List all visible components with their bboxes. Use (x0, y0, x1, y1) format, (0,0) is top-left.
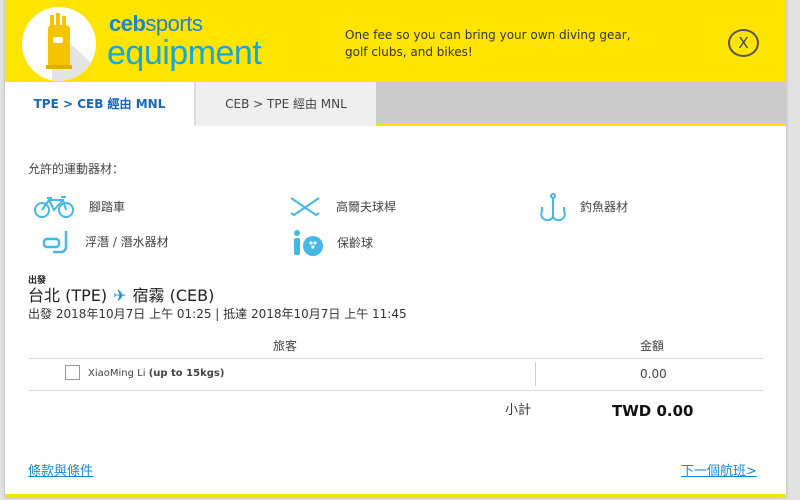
flight-route: 台北 (TPE) ✈ 宿霧 (CEB) (28, 287, 214, 305)
sport-label: 浮潛 / 潛水器材 (85, 235, 169, 249)
next-flight-link[interactable]: 下一個航班> (681, 464, 757, 479)
modal-header: cebsports equipment One fee so you can b… (5, 0, 786, 82)
bowling-icon (294, 230, 323, 256)
destination: 宿霧 (CEB) (132, 286, 215, 305)
brand-main: equipment (107, 34, 262, 72)
airplane-icon: ✈ (113, 286, 127, 305)
row-amount: 0.00 (640, 367, 667, 381)
brand-prefix: ceb (109, 11, 146, 36)
tab-tpe-ceb[interactable]: TPE > CEB 經由 MNL (5, 82, 194, 129)
sport-fishing: 釣魚器材 (540, 193, 628, 221)
passenger-checkbox[interactable] (65, 365, 80, 380)
brand-suffix: sports (145, 11, 203, 36)
header-passenger: 旅客 (273, 339, 298, 353)
golf-clubs-icon (290, 197, 320, 217)
column-divider (535, 362, 536, 386)
golf-bag-logo-icon (22, 7, 96, 81)
sport-bicycle: 腳踏車 (33, 195, 125, 219)
allowed-equipment-title: 允許的運動器材： (28, 162, 125, 176)
sport-label: 腳踏車 (89, 200, 126, 214)
header-amount: 金額 (640, 339, 665, 353)
brand-name: cebsports (109, 11, 203, 36)
bicycle-icon (34, 196, 74, 218)
table-row: XiaoMing Li (up to 15kgs) 0.00 (28, 359, 764, 391)
table-header: 旅客 金額 (28, 333, 764, 359)
origin: 台北 (TPE) (28, 286, 108, 305)
sports-equipment-modal: cebsports equipment One fee so you can b… (5, 0, 786, 497)
weight-allowance: (up to 15kgs) (148, 368, 225, 379)
passenger-name-text: XiaoMing Li (88, 368, 146, 379)
flight-times: 出發 2018年10月7日 上午 01:25 | 抵達 2018年10月7日 上… (28, 307, 407, 321)
direction-label: 出發 (28, 276, 47, 286)
tab-ceb-tpe[interactable]: CEB > TPE 經由 MNL (194, 82, 376, 126)
sport-golf: 高爾夫球桿 (288, 195, 396, 219)
fishing-hook-icon (540, 193, 566, 221)
passenger-table: 旅客 金額 XiaoMing Li (up to 15kgs) 0.00 (28, 333, 764, 391)
sport-label: 高爾夫球桿 (336, 200, 397, 214)
terms-link[interactable]: 條款與條件 (28, 464, 94, 479)
sport-snorkel: 浮潛 / 潛水器材 (41, 229, 169, 255)
sport-label: 保齡球 (337, 236, 374, 250)
close-button[interactable]: X (728, 29, 759, 57)
flight-tabs: TPE > CEB 經由 MNL CEB > TPE 經由 MNL (5, 82, 786, 129)
snorkel-icon (42, 231, 68, 254)
sport-label: 釣魚器材 (580, 200, 629, 214)
subtotal-label: 小計 (505, 403, 532, 418)
passenger-name: XiaoMing Li (up to 15kgs) (88, 367, 224, 380)
tagline: One fee so you can bring your own diving… (345, 28, 631, 59)
subtotal-value: TWD 0.00 (612, 402, 694, 420)
sport-bowling: 保齡球 (291, 229, 373, 257)
